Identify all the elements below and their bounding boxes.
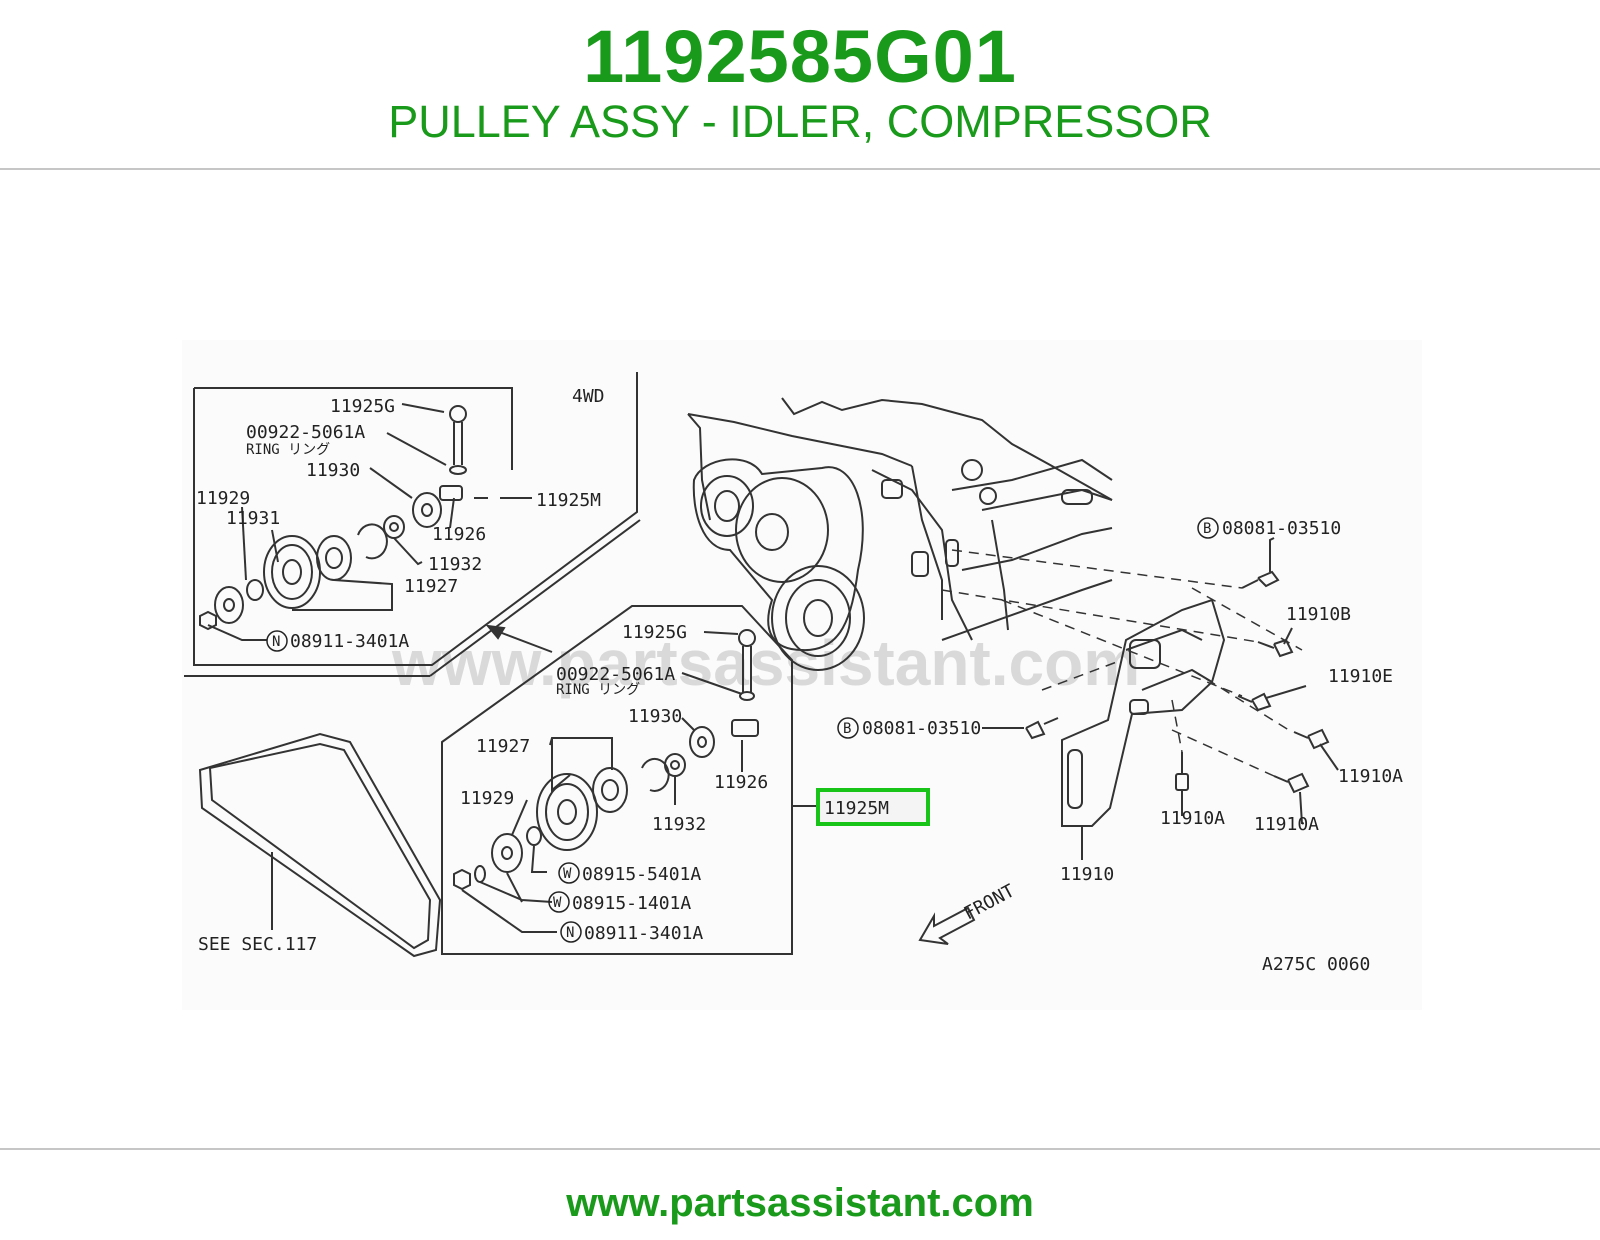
compressor-bracket	[982, 537, 1339, 860]
idler-pulley-assy	[441, 605, 816, 955]
main-label-bolt: 11925G	[622, 622, 687, 643]
main-label-washer1: 08915-5401A	[582, 864, 701, 885]
watermark: www.partsassistant.com	[391, 627, 1140, 699]
part-description: PULLEY ASSY - IDLER, COMPRESSOR	[388, 96, 1212, 147]
main-label-pulley-washer: 11929	[460, 788, 514, 809]
inset-label-shaft: 11926	[432, 524, 486, 545]
inset-label-bolt: 11925G	[330, 396, 395, 417]
main-label-ring-part: 00922-5061A	[556, 664, 675, 685]
inset-label-assy: 11925M	[536, 490, 601, 511]
inset-label-ring-part: 00922-5061A	[246, 422, 365, 443]
inset-4wd	[184, 372, 641, 677]
bracket-label-bolt-top: 08081-03510	[1222, 518, 1341, 539]
highlight-box	[816, 788, 930, 826]
parts-diagram: www.partsassistant.com	[182, 340, 1422, 1010]
inset-label-ring-text: RING リング	[246, 442, 330, 458]
bracket-label-a3: 11910A	[1254, 814, 1319, 835]
main-label-spacer: 11932	[652, 814, 706, 835]
bracket-label-a2: 11910A	[1160, 808, 1225, 829]
bracket-label-bolt-left: 08081-03510	[862, 718, 981, 739]
engine-block	[687, 397, 1113, 671]
alignment-lines	[941, 549, 1303, 777]
main-washer2-code: W	[553, 895, 562, 911]
inset-label-nut: 08911-3401A	[290, 631, 409, 652]
bracket-label-a1: 11910A	[1338, 766, 1403, 787]
bracket-label-b: 11910B	[1286, 604, 1351, 625]
main-label-pulley: 11927	[476, 736, 530, 757]
main-label-nut: 08911-3401A	[584, 923, 703, 944]
inset-label-bearing: 11931	[226, 508, 280, 529]
belt-note: SEE SEC.117	[198, 934, 317, 955]
bracket-bolt-left-code: B	[843, 721, 851, 737]
inset-label-pulley-washer: 11929	[196, 488, 250, 509]
inset-title: 4WD	[572, 386, 605, 407]
bracket-bolt-top-code: B	[1203, 521, 1211, 537]
diagram-code: A275C 0060	[1262, 954, 1370, 975]
inset-label-washer: 11930	[306, 460, 360, 481]
main-label-shaft: 11926	[714, 772, 768, 793]
inset-label-pulley: 11927	[404, 576, 458, 597]
inset-nut-code: N	[272, 634, 280, 650]
bracket-label-bracket: 11910	[1060, 864, 1114, 885]
footer-url[interactable]: www.partsassistant.com	[566, 1181, 1034, 1225]
main-label-washer2: 08915-1401A	[572, 893, 691, 914]
main-washer1-code: W	[563, 866, 572, 882]
bracket-label-e: 11910E	[1328, 666, 1393, 687]
front-arrow-icon	[918, 906, 976, 945]
part-number: 1192585G01	[583, 15, 1017, 98]
main-label-washer: 11930	[628, 706, 682, 727]
main-label-assy-highlight: 11925M	[824, 798, 889, 819]
footer-divider	[0, 1148, 1600, 1150]
inset-label-spacer: 11932	[428, 554, 482, 575]
drive-belt	[198, 732, 442, 958]
header-divider	[0, 168, 1600, 170]
main-label-ring-text: RING リング	[556, 682, 640, 698]
main-nut-code: N	[566, 925, 574, 941]
